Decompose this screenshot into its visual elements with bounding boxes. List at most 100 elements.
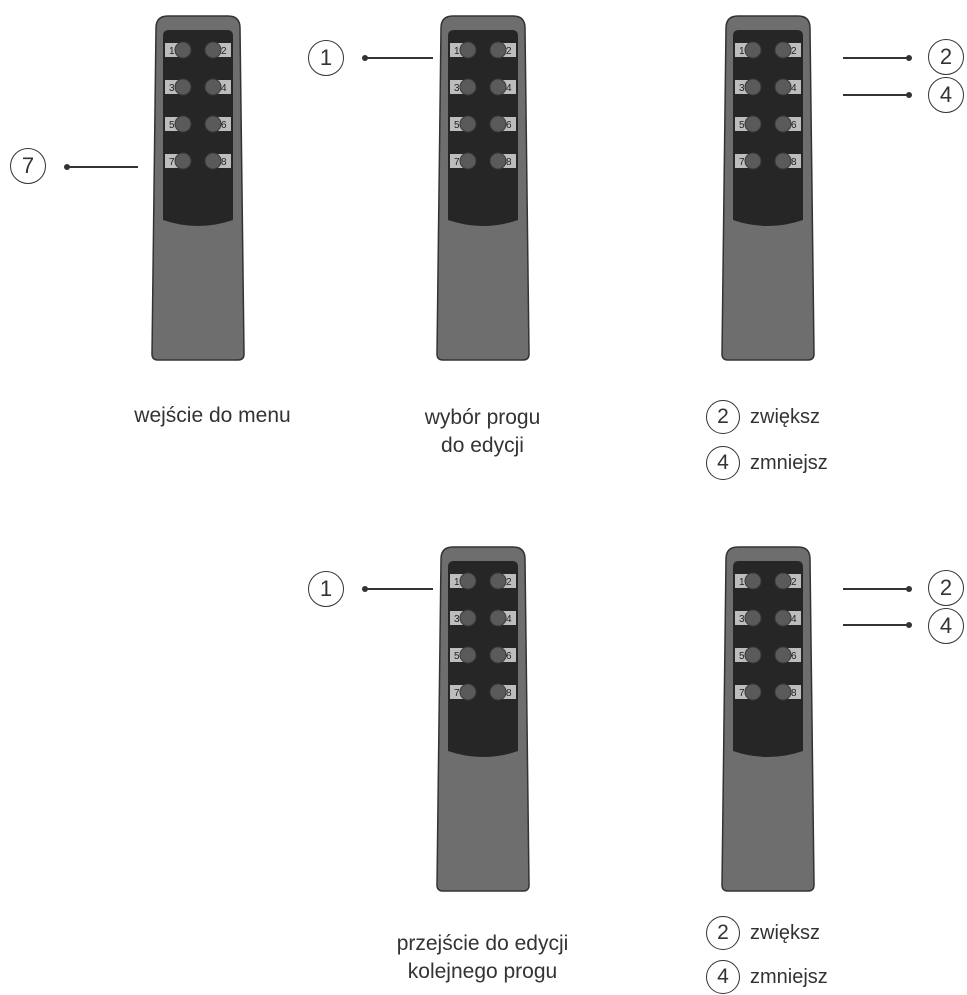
remote-button-1: 1	[165, 41, 192, 59]
callout-button-4: 4	[928, 77, 964, 113]
remote-button-7: 7	[450, 152, 477, 170]
remote-button-label: 4	[506, 614, 512, 625]
remote-button-label: 8	[221, 157, 227, 168]
remote-button-8: 8	[204, 152, 231, 170]
remote-button-5: 5	[735, 646, 762, 664]
callout-line	[365, 57, 433, 59]
callout-line	[843, 588, 909, 590]
remote-button-label: 2	[506, 46, 512, 57]
remote-button-label: 2	[221, 46, 227, 57]
remote-button-label: 3	[169, 83, 175, 94]
remote-graphic: 1 2 3 4 5 6 7 8	[721, 546, 815, 892]
remote-button-6: 6	[774, 646, 801, 664]
remote-button-3: 3	[450, 78, 477, 96]
remote-button-label: 1	[454, 46, 460, 57]
remote-button-7: 7	[450, 683, 477, 701]
caption-line: wejście do menu	[134, 404, 291, 427]
remote-button-6: 6	[489, 115, 516, 133]
legend-increase: 2 zwiększ	[706, 400, 820, 434]
remote-button-label: 3	[454, 614, 460, 625]
remote-button-6: 6	[489, 646, 516, 664]
remote-button-label: 6	[791, 651, 797, 662]
remote-control-step2: 1 2 3 4 5 6 7 8	[435, 14, 531, 362]
callout-line	[67, 166, 138, 168]
remote-button-label: 3	[739, 83, 745, 94]
remote-control-step1: 1 2 3 4 5 6 7 8	[150, 14, 246, 362]
legend-text: zmniejsz	[750, 965, 828, 988]
remote-button-1: 1	[735, 572, 762, 590]
remote-button-4: 4	[489, 609, 516, 627]
callout-button-4: 4	[928, 608, 964, 644]
remote-button-label: 8	[506, 688, 512, 699]
remote-button-label: 2	[791, 577, 797, 588]
remote-button-5: 5	[450, 115, 477, 133]
callout-line	[365, 588, 433, 590]
remote-button-label: 6	[221, 120, 227, 131]
remote-button-label: 4	[791, 614, 797, 625]
remote-button-2: 2	[204, 41, 231, 59]
remote-button-2: 2	[774, 572, 801, 590]
remote-button-label: 1	[739, 46, 745, 57]
remote-button-4: 4	[204, 78, 231, 96]
remote-button-1: 1	[450, 572, 477, 590]
remote-button-label: 6	[791, 120, 797, 131]
remote-button-8: 8	[489, 152, 516, 170]
legend-text: zwiększ	[750, 405, 821, 428]
caption-step1: wejście do menu	[90, 402, 335, 430]
legend-decrease: 4 zmniejsz	[706, 960, 828, 994]
remote-button-label: 5	[454, 651, 460, 662]
remote-button-2: 2	[489, 41, 516, 59]
remote-button-label: 6	[506, 651, 512, 662]
legend-increase: 2 zwiększ	[706, 916, 820, 950]
remote-button-label: 8	[791, 688, 797, 699]
callout-button-1: 1	[308, 40, 344, 76]
callout-dot	[906, 92, 912, 98]
callout-button-7: 7	[10, 148, 46, 184]
remote-graphic: 1 2 3 4 5 6 7 8	[436, 15, 530, 361]
remote-control-step5: 1 2 3 4 5 6 7 8	[720, 545, 816, 893]
remote-button-label: 3	[739, 614, 745, 625]
remote-button-5: 5	[735, 115, 762, 133]
remote-button-4: 4	[489, 78, 516, 96]
remote-button-label: 1	[169, 46, 175, 57]
remote-button-label: 5	[739, 651, 745, 662]
callout-button-2: 2	[928, 570, 964, 606]
remote-button-8: 8	[774, 152, 801, 170]
remote-button-label: 4	[791, 83, 797, 94]
remote-button-label: 7	[454, 688, 460, 699]
remote-button-4: 4	[774, 609, 801, 627]
legend-number: 2	[706, 400, 740, 434]
remote-button-label: 1	[454, 577, 460, 588]
remote-button-label: 5	[169, 120, 175, 131]
remote-button-label: 6	[506, 120, 512, 131]
remote-button-6: 6	[774, 115, 801, 133]
caption-line: przejście do edycji	[396, 932, 569, 955]
legend-number: 4	[706, 446, 740, 480]
callout-dot	[906, 586, 912, 592]
remote-button-label: 7	[169, 157, 175, 168]
remote-button-label: 8	[506, 157, 512, 168]
remote-button-3: 3	[735, 78, 762, 96]
caption-step4: przejście do edycji kolejnego progu	[370, 930, 595, 986]
remote-button-5: 5	[165, 115, 192, 133]
remote-button-4: 4	[774, 78, 801, 96]
legend-decrease: 4 zmniejsz	[706, 446, 828, 480]
remote-button-3: 3	[735, 609, 762, 627]
caption-step2: wybór progu do edycji	[380, 404, 585, 460]
remote-button-5: 5	[450, 646, 477, 664]
caption-line: wybór progu	[424, 406, 541, 429]
remote-button-label: 5	[739, 120, 745, 131]
remote-button-label: 4	[506, 83, 512, 94]
callout-line	[843, 57, 909, 59]
callout-dot	[906, 622, 912, 628]
remote-button-6: 6	[204, 115, 231, 133]
legend-number: 2	[706, 916, 740, 950]
remote-button-1: 1	[735, 41, 762, 59]
remote-button-1: 1	[450, 41, 477, 59]
remote-button-label: 7	[739, 688, 745, 699]
remote-button-3: 3	[165, 78, 192, 96]
